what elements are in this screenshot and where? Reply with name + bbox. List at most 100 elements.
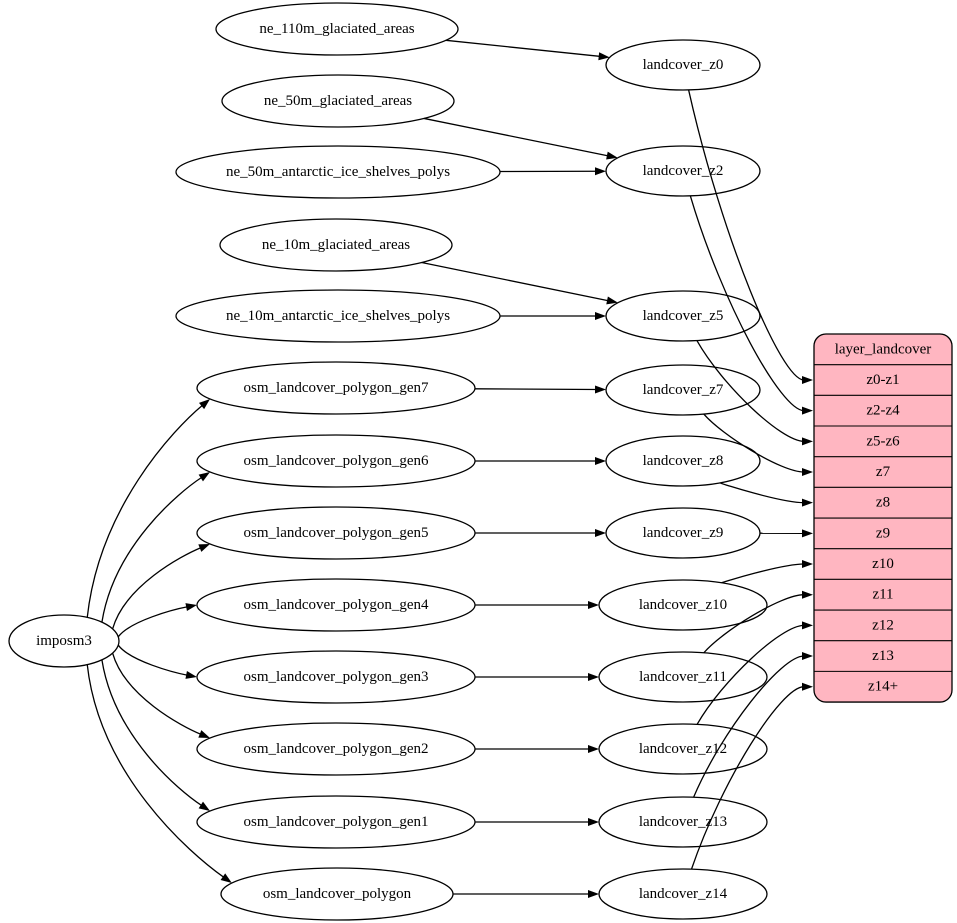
edges-layer <box>86 39 813 898</box>
node-osm_landcover_polygon_gen7: osm_landcover_polygon_gen7 <box>196 361 476 415</box>
edge-landcover_z13-to-layer_landcover:z13 <box>692 652 813 798</box>
edge-osm_landcover_polygon-to-landcover_z14 <box>453 890 599 898</box>
edge-imposm3-to-osm_landcover_polygon_gen5 <box>112 543 211 630</box>
arrowhead-icon <box>595 529 606 537</box>
node-label: landcover_z10 <box>639 597 727 613</box>
edge-ne_110m_glaciated_areas-to-landcover_z0 <box>445 39 610 61</box>
arrowhead-icon <box>185 603 197 611</box>
arrowhead-icon <box>606 296 618 305</box>
node-landcover_z9: landcover_z9 <box>605 507 761 559</box>
edge-line <box>690 686 805 870</box>
edge-imposm3-to-osm_landcover_polygon_gen4 <box>117 603 197 638</box>
node-ne_110m_glaciated_areas: ne_110m_glaciated_areas <box>215 2 459 56</box>
arrowhead-icon <box>802 498 813 507</box>
arrowhead-icon <box>802 652 813 661</box>
record-row-z5-z6: z5-z6 <box>866 433 900 449</box>
record-row-z2-z4: z2-z4 <box>866 403 900 419</box>
node-imposm3: imposm3 <box>8 614 120 668</box>
arrowhead-icon <box>595 312 606 320</box>
arrowhead-icon <box>801 529 813 538</box>
node-osm_landcover_polygon_gen3: osm_landcover_polygon_gen3 <box>196 650 476 704</box>
record-row-z9: z9 <box>876 525 890 541</box>
edge-osm_landcover_polygon_gen1-to-landcover_z13 <box>475 818 599 826</box>
node-label: landcover_z12 <box>639 741 727 757</box>
arrowhead-icon <box>606 151 618 160</box>
arrowhead-icon <box>595 457 606 465</box>
node-label: landcover_z11 <box>639 669 727 685</box>
edge-imposm3-to-osm_landcover_polygon <box>86 664 232 884</box>
edge-landcover_z14-to-layer_landcover:z14+ <box>690 682 813 870</box>
edge-landcover_z7-to-layer_landcover:z7 <box>703 413 813 477</box>
edge-line <box>703 594 805 654</box>
edge-imposm3-to-osm_landcover_polygon_gen7 <box>86 398 211 618</box>
arrowhead-icon <box>198 471 211 482</box>
node-landcover_z12: landcover_z12 <box>598 723 768 775</box>
arrowhead-icon <box>198 801 211 812</box>
node-landcover_z7: landcover_z7 <box>605 364 761 416</box>
edge-osm_landcover_polygon_gen3-to-landcover_z11 <box>475 673 599 681</box>
node-label: landcover_z7 <box>643 382 724 398</box>
node-osm_landcover_polygon_gen6: osm_landcover_polygon_gen6 <box>196 434 476 488</box>
node-osm_landcover_polygon_gen5: osm_landcover_polygon_gen5 <box>196 506 476 560</box>
arrowhead-icon <box>802 406 813 415</box>
node-ellipse <box>219 218 453 272</box>
node-label: osm_landcover_polygon_gen4 <box>244 597 429 613</box>
edge-line <box>719 482 805 504</box>
node-label: ne_50m_glaciated_areas <box>264 93 412 109</box>
edge-line <box>445 39 601 58</box>
edge-ne_10m_glaciated_areas-to-landcover_z5 <box>421 261 618 305</box>
node-landcover_z10: landcover_z10 <box>598 579 768 631</box>
node-label: landcover_z8 <box>643 453 724 469</box>
node-label: landcover_z0 <box>643 57 724 73</box>
edge-line <box>696 624 805 725</box>
nodes-layer: imposm3 ne_110m_glaciated_areas ne_50m_gla… <box>8 2 768 921</box>
edge-landcover_z5-to-layer_landcover:z5-z6 <box>696 340 813 446</box>
arrowhead-icon <box>802 560 813 569</box>
edge-line <box>689 195 805 412</box>
edge-landcover_z0-to-layer_landcover:z0-z1 <box>687 89 813 385</box>
edge-osm_landcover_polygon_gen7-to-landcover_z7 <box>474 385 607 394</box>
edge-osm_landcover_polygon_gen2-to-landcover_z12 <box>475 745 599 753</box>
arrowhead-icon <box>802 468 813 477</box>
node-label: osm_landcover_polygon_gen3 <box>244 669 429 685</box>
node-ellipse <box>8 614 120 668</box>
arrowhead-icon <box>198 543 211 552</box>
record-row-z14+: z14+ <box>868 679 898 695</box>
node-ne_10m_antarctic_ice_shelves_polys: ne_10m_antarctic_ice_shelves_polys <box>175 289 501 343</box>
record-row-z10: z10 <box>872 556 894 572</box>
arrowhead-icon <box>588 890 599 898</box>
edge-imposm3-to-osm_landcover_polygon_gen2 <box>112 652 211 739</box>
edge-ne_10m_antarctic_ice_shelves_polys-to-landcover_z5 <box>500 312 606 320</box>
edge-landcover_z10-to-layer_landcover:z10 <box>721 560 813 584</box>
arrowhead-icon <box>802 437 813 446</box>
edge-line <box>101 476 203 623</box>
node-ne_50m_antarctic_ice_shelves_polys: ne_50m_antarctic_ice_shelves_polys <box>175 145 501 199</box>
edge-line <box>117 606 189 638</box>
edge-imposm3-to-osm_landcover_polygon_gen1 <box>101 659 211 812</box>
edge-line <box>86 664 225 879</box>
arrowhead-icon <box>594 167 607 176</box>
arrowhead-icon <box>220 873 232 884</box>
arrowhead-icon <box>594 385 607 394</box>
edge-line <box>117 644 189 676</box>
node-label: ne_10m_glaciated_areas <box>262 237 410 253</box>
edge-line <box>721 563 805 584</box>
record-row-z13: z13 <box>872 648 894 664</box>
arrowhead-icon <box>802 621 813 630</box>
node-ne_10m_glaciated_areas: ne_10m_glaciated_areas <box>219 218 453 272</box>
node-label: landcover_z9 <box>643 525 724 541</box>
arrowhead-icon <box>198 730 211 739</box>
record-row-z8: z8 <box>876 495 890 511</box>
node-label: osm_landcover_polygon_gen2 <box>244 741 429 757</box>
arrowhead-icon <box>199 398 211 410</box>
arrowhead-icon <box>588 601 599 609</box>
node-label: osm_landcover_polygon_gen1 <box>244 814 429 830</box>
arrowhead-icon <box>588 673 599 681</box>
edge-line <box>703 413 805 473</box>
arrowhead-icon <box>802 682 813 691</box>
arrowhead-icon <box>598 52 610 61</box>
node-landcover_z5: landcover_z5 <box>605 290 761 342</box>
edge-imposm3-to-osm_landcover_polygon_gen6 <box>101 471 211 623</box>
edge-line <box>474 388 598 391</box>
